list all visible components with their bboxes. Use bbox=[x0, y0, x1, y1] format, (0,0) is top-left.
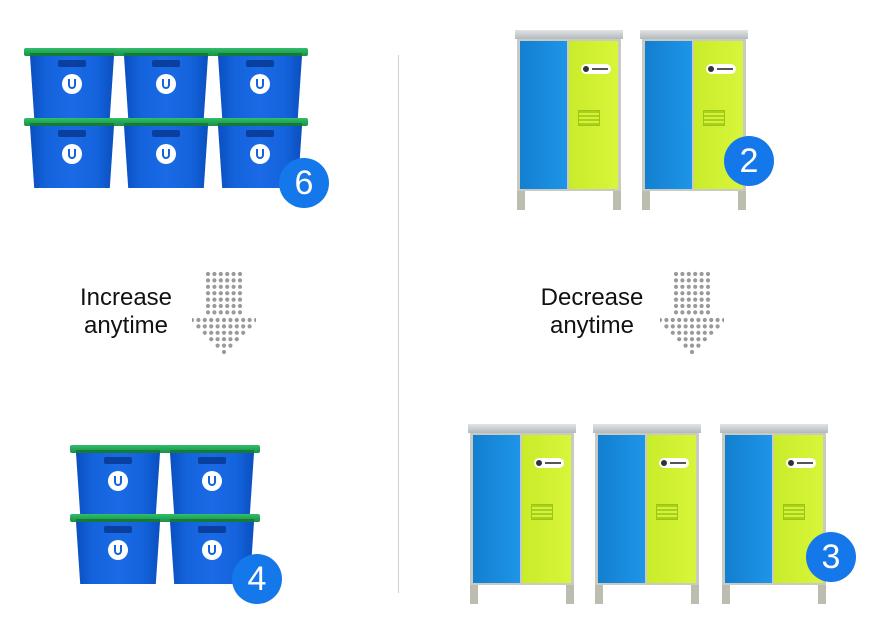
locker-icon bbox=[468, 424, 576, 604]
storage-bin-icon bbox=[24, 118, 120, 188]
down-arrow-icon bbox=[192, 271, 256, 355]
storage-bin-icon bbox=[70, 445, 166, 515]
locker-group-bottom: 3 bbox=[400, 400, 880, 644]
count-badge-bins-bottom: 4 bbox=[232, 554, 282, 604]
increase-label: Increase anytime bbox=[56, 284, 196, 340]
locker-icon bbox=[720, 424, 828, 604]
decrease-label-line1: Decrease bbox=[540, 284, 644, 311]
storage-bin-icon bbox=[212, 118, 308, 188]
increase-label-line2: anytime bbox=[83, 312, 169, 339]
increase-label-line1: Increase bbox=[79, 284, 173, 311]
storage-bin-icon bbox=[24, 48, 120, 118]
storage-bin-icon bbox=[212, 48, 308, 118]
down-arrow-icon bbox=[660, 271, 724, 355]
decrease-label: Decrease anytime bbox=[520, 284, 664, 340]
locker-icon bbox=[593, 424, 701, 604]
storage-bin-icon bbox=[164, 445, 260, 515]
storage-bin-icon bbox=[118, 48, 214, 118]
decrease-label-line2: anytime bbox=[549, 312, 635, 339]
count-badge-bins-top: 6 bbox=[279, 158, 329, 208]
bin-group-top: 6 bbox=[0, 0, 398, 230]
locker-group-top: 2 bbox=[400, 0, 880, 230]
section-divider bbox=[398, 55, 399, 593]
count-badge-lockers-bottom: 3 bbox=[806, 532, 856, 582]
count-badge-lockers-top: 2 bbox=[724, 136, 774, 186]
storage-bin-icon bbox=[118, 118, 214, 188]
bin-group-bottom: 4 bbox=[0, 420, 398, 620]
storage-bin-icon bbox=[70, 514, 166, 584]
locker-icon bbox=[640, 30, 748, 210]
locker-icon bbox=[515, 30, 623, 210]
